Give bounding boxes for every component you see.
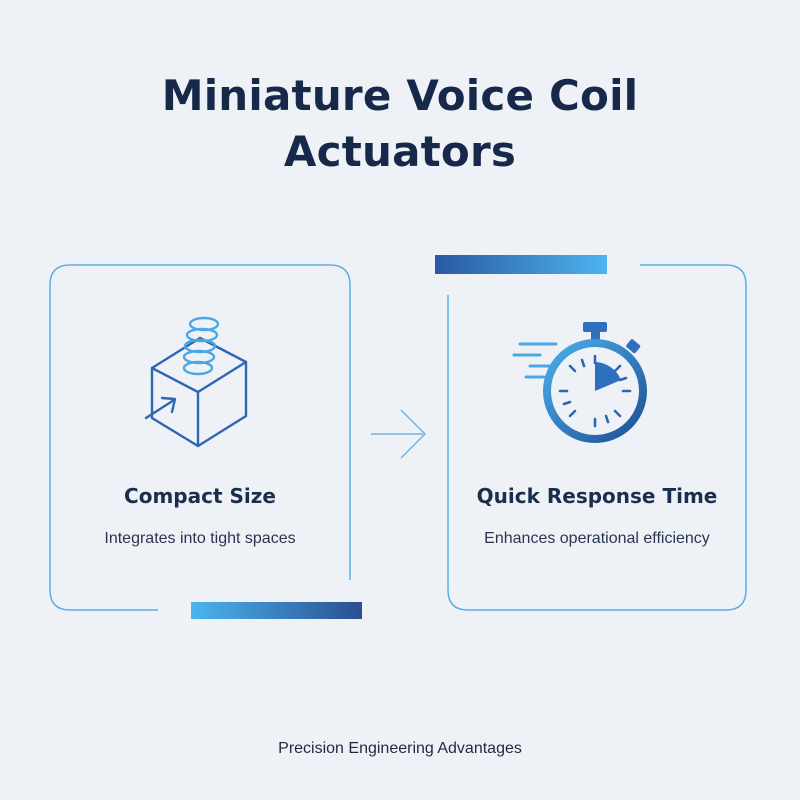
spring-cube-icon (144, 316, 248, 448)
arrow-right-icon (371, 409, 427, 459)
card-title: Compact Size (124, 484, 276, 508)
page-title: Miniature Voice Coil Actuators (0, 68, 800, 180)
page-title-line-2: Actuators (283, 127, 517, 176)
footer-caption: Precision Engineering Advantages (278, 740, 522, 757)
accent-bar-top (435, 255, 607, 274)
card-description: Enhances operational efficiency (484, 530, 710, 547)
page-title-line-1: Miniature Voice Coil (161, 71, 639, 120)
card-frame-left (49, 264, 351, 611)
stopwatch-icon (512, 322, 647, 443)
card-description: Integrates into tight spaces (104, 530, 296, 547)
card-compact-size: Compact Size Integrates into tight space… (50, 484, 350, 548)
card-frame-right (447, 264, 747, 611)
card-title: Quick Response Time (476, 484, 718, 508)
card-quick-response: Quick Response Time Enhances operational… (448, 484, 746, 548)
accent-bar-bottom (191, 602, 362, 619)
